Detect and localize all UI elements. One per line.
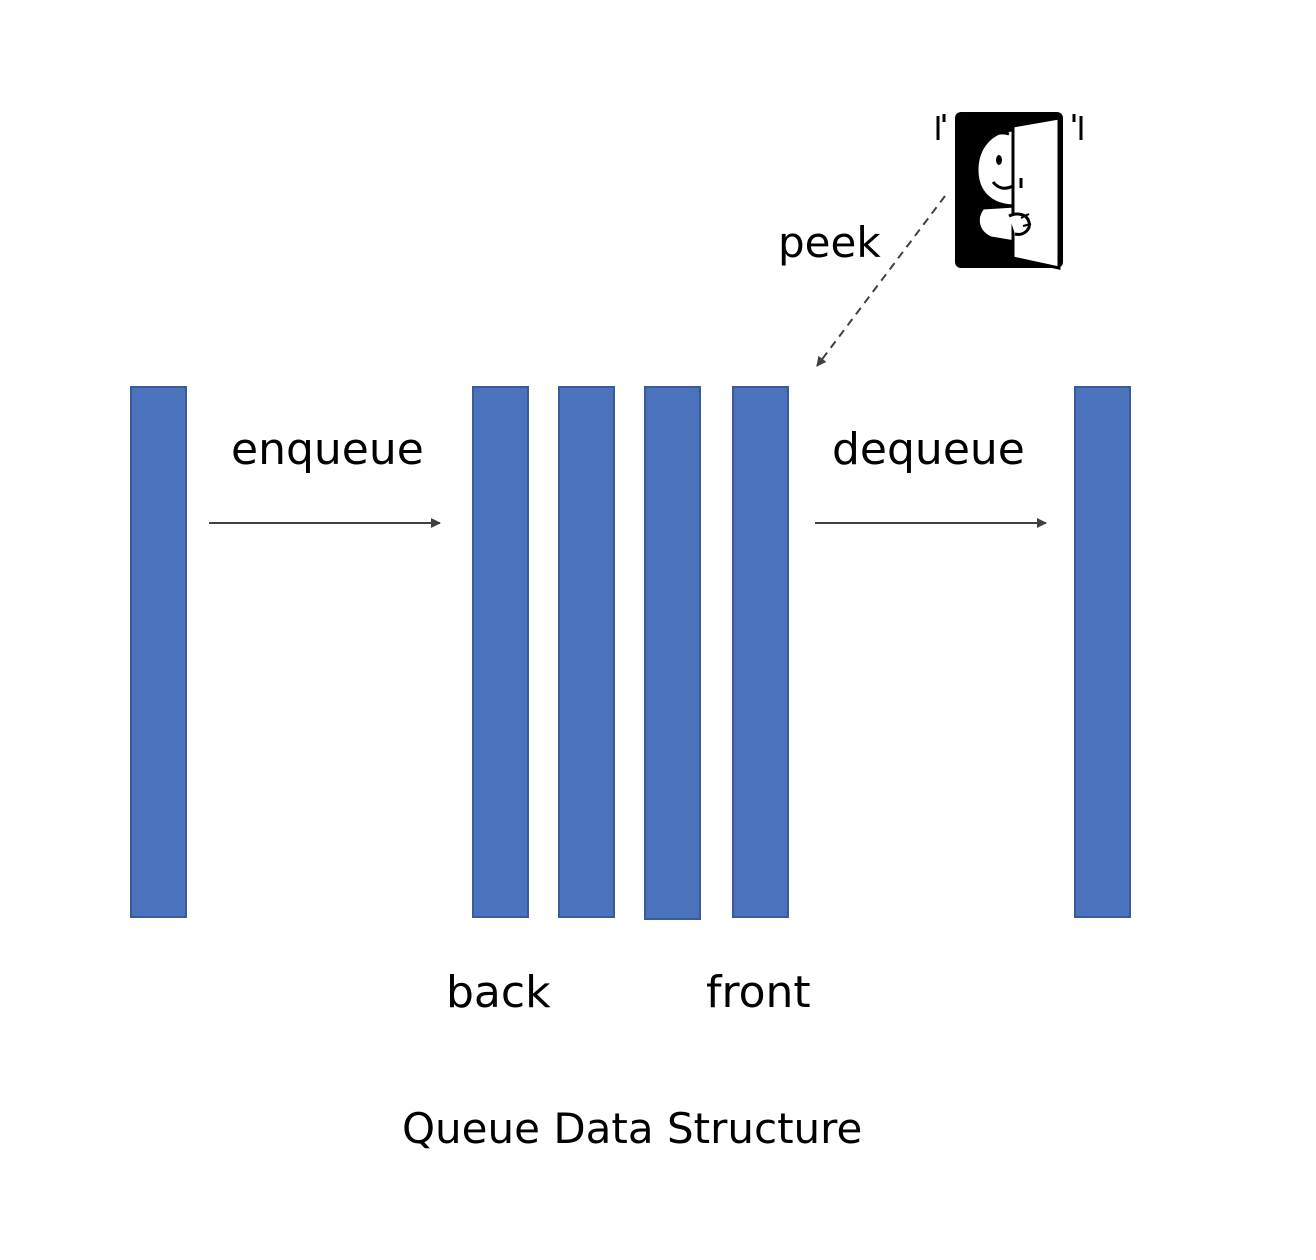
peek-arrow <box>816 195 946 367</box>
person-peeking-through-door-icon <box>935 108 1087 272</box>
queue-element-back-bar <box>472 386 529 918</box>
queue-element-bar <box>644 386 701 920</box>
peek-label: peek <box>778 218 881 267</box>
incoming-element-bar <box>130 386 187 918</box>
front-label: front <box>706 967 811 1018</box>
queue-element-front-bar <box>732 386 789 918</box>
dequeue-label: dequeue <box>832 424 1025 475</box>
enqueue-label: enqueue <box>231 424 424 475</box>
queue-element-bar <box>558 386 615 918</box>
back-label: back <box>446 967 551 1018</box>
diagram-title: Queue Data Structure <box>402 1104 863 1153</box>
dequeued-element-bar <box>1074 386 1131 918</box>
